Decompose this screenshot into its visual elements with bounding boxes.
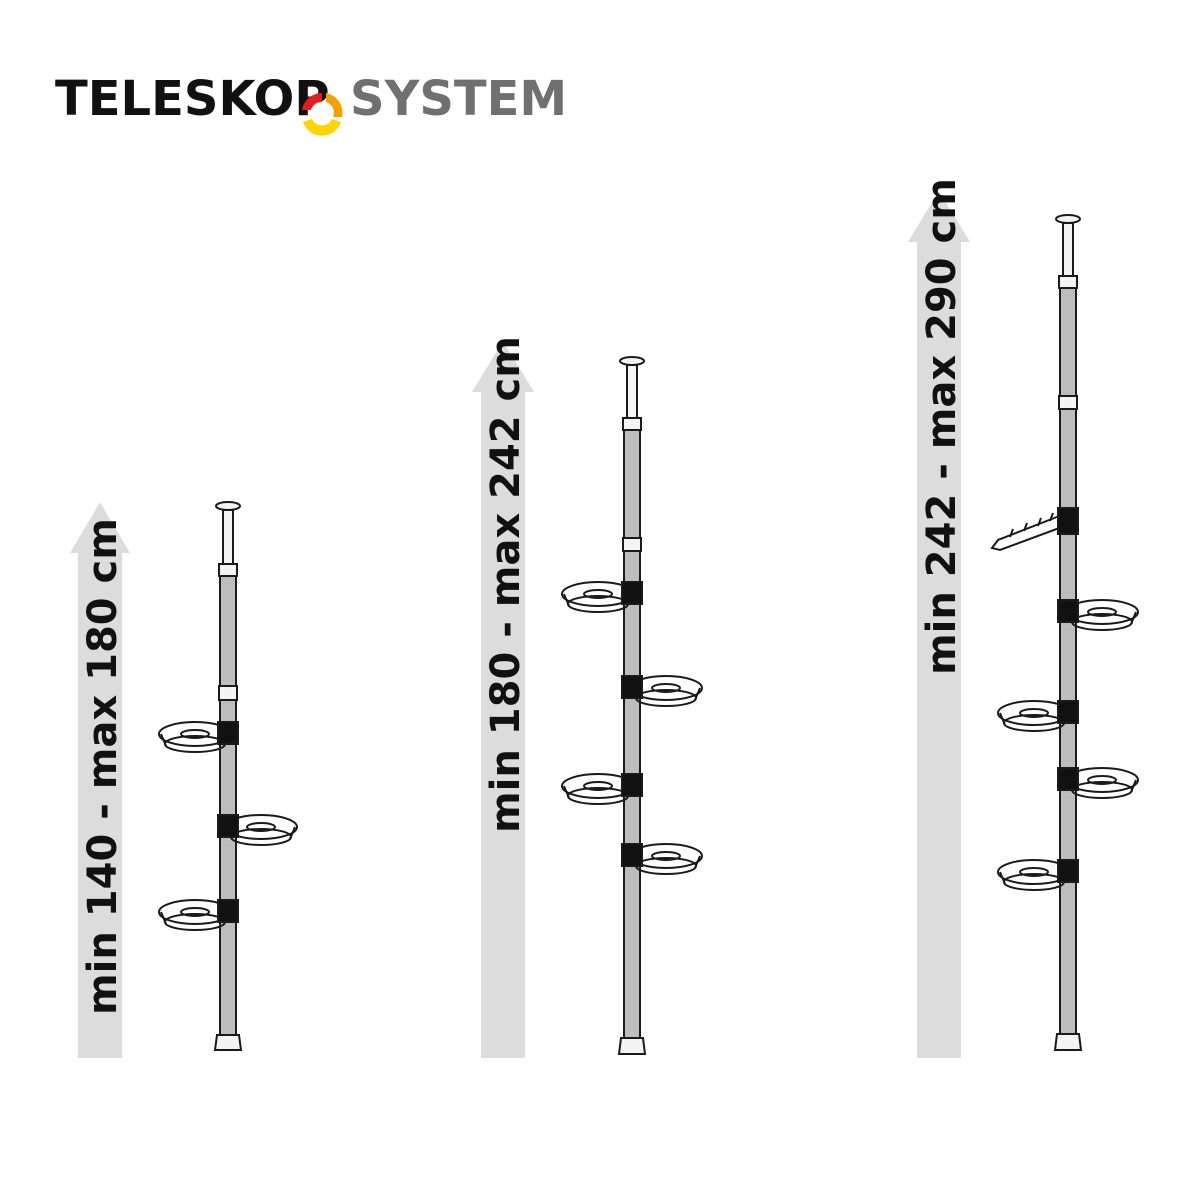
telescope-pole-1 <box>158 501 298 1051</box>
brand-logo: TELESKOP SYSTEM <box>55 71 567 136</box>
shelf-clamp <box>1057 599 1079 623</box>
pole-segment <box>623 429 641 539</box>
height-arrow-2: min 180 - max 242 cm <box>472 336 534 1058</box>
pole-joint <box>218 563 238 577</box>
range-label-1: min 140 - max 180 cm <box>80 518 126 1015</box>
pole-segment <box>1059 287 1077 397</box>
hanger-hook <box>990 512 1063 552</box>
shelf-clamp <box>217 721 239 745</box>
ceiling-pad <box>215 501 241 511</box>
pole-joint <box>622 417 642 431</box>
ceiling-pad <box>1055 214 1081 224</box>
brand-word-system: SYSTEM <box>350 71 567 127</box>
pole-joint <box>1058 395 1078 410</box>
pole-joint <box>1058 275 1078 289</box>
range-label-2: min 180 - max 242 cm <box>483 336 529 833</box>
tricolor-ring-icon <box>302 92 343 136</box>
shelf-clamp <box>621 843 643 867</box>
pole-segment <box>219 699 237 1036</box>
floor-foot <box>617 1037 647 1055</box>
telescope-pole-2 <box>561 356 703 1055</box>
ceiling-pad <box>619 356 645 366</box>
hook-clamp <box>1057 507 1079 535</box>
shelf-clamp <box>621 581 643 605</box>
floor-foot <box>213 1034 243 1051</box>
brand-word-teleskop: TELESKOP <box>55 71 330 127</box>
pole-segment <box>219 575 237 687</box>
shelf-clamp <box>1057 767 1079 791</box>
pole-joint <box>218 685 238 701</box>
telescope-pole-3 <box>990 214 1139 1051</box>
floor-foot <box>1053 1033 1083 1051</box>
height-arrow-1: min 140 - max 180 cm <box>70 502 130 1058</box>
shelf-clamp <box>217 899 239 923</box>
shelf-clamp <box>1057 859 1079 883</box>
shelf-clamp <box>621 773 643 797</box>
height-arrow-3: min 242 - max 290 cm <box>908 178 970 1058</box>
range-label-3: min 242 - max 290 cm <box>919 178 965 675</box>
pole-joint <box>622 537 642 552</box>
shelf-clamp <box>621 675 643 699</box>
shelf-clamp <box>1057 700 1079 724</box>
shelf-clamp <box>217 814 239 838</box>
